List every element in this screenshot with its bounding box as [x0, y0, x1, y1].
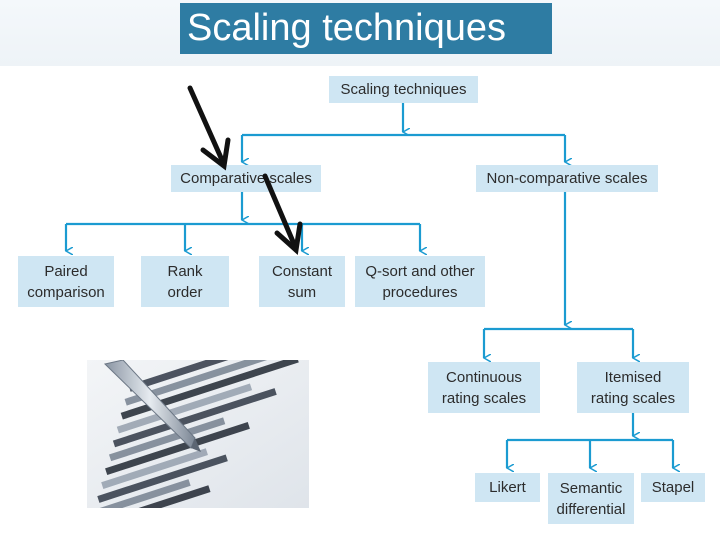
node-comparative-scales: Comparative scales	[171, 165, 321, 192]
node-continuous-rating-scales: Continuous rating scales	[428, 362, 540, 413]
node-paired-comparison: Paired comparison	[18, 256, 114, 307]
node-rank-order: Rank order	[141, 256, 229, 307]
node-semantic-differential: Semantic differential	[548, 473, 634, 524]
node-itemised-rating-scales: Itemised rating scales	[577, 362, 689, 413]
node-non-comparative-scales: Non-comparative scales	[476, 165, 658, 192]
node-likert: Likert	[475, 473, 540, 502]
annotation-arrow-constant-sum	[262, 173, 303, 255]
node-scaling-techniques: Scaling techniques	[329, 76, 478, 103]
annotation-arrow-comparative	[187, 85, 231, 171]
node-q-sort: Q-sort and other procedures	[355, 256, 485, 307]
pen-on-bar-chart-photo	[87, 360, 309, 508]
bar-chart-photo-image	[87, 360, 309, 508]
slide-title: Scaling techniques	[180, 3, 552, 54]
node-stapel: Stapel	[641, 473, 705, 502]
node-constant-sum: Constant sum	[259, 256, 345, 307]
